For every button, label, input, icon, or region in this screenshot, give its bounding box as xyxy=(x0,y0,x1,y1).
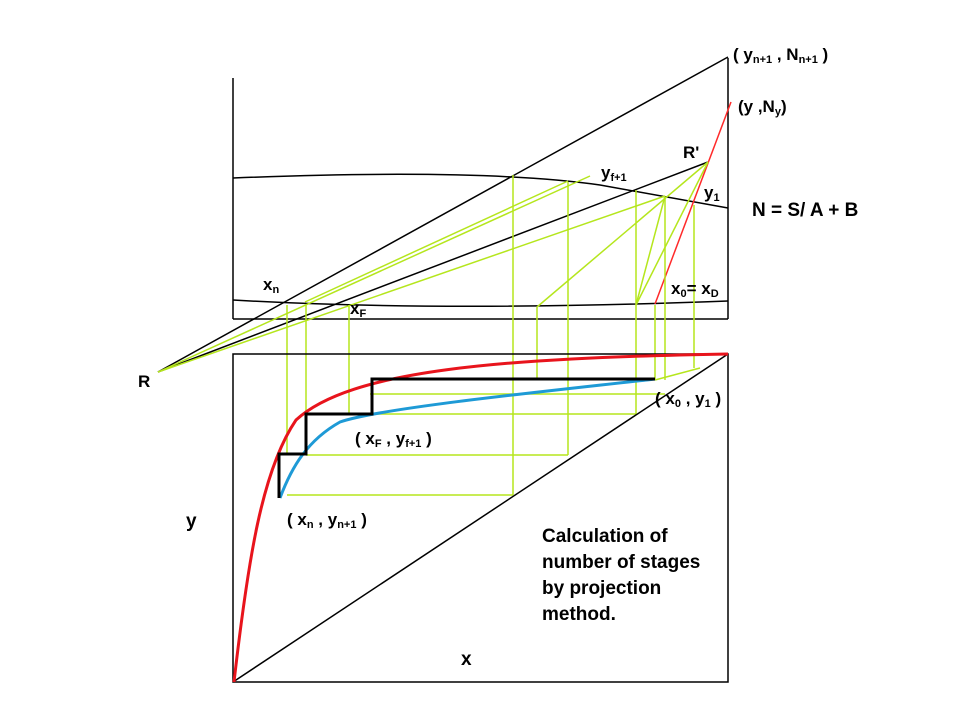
label-r-point: R xyxy=(138,372,150,391)
label-x-f: xF xyxy=(350,299,366,320)
raffinate-curve-N-vs-x xyxy=(232,299,729,308)
labels: ( yn+1 , Nn+1 ) (y ,Ny) R' yf+1 y1 N = S… xyxy=(138,45,858,670)
upper-panel xyxy=(232,58,729,320)
axis-label-y: y xyxy=(186,511,197,532)
projection-diagonal-1 xyxy=(654,367,701,381)
extract-curve-N-vs-y xyxy=(232,173,729,209)
line-R-to-top-point xyxy=(157,56,729,373)
caption-line-3: by projection xyxy=(542,578,661,599)
label-x-n: xn xyxy=(263,275,279,296)
tie-line-R-to-yf1 xyxy=(157,175,591,373)
label-r-prime: R' xyxy=(683,143,699,162)
label-point-xf-yf1: ( xF , yf+1 ) xyxy=(355,429,432,450)
label-y-ny: (y ,Ny) xyxy=(738,97,787,118)
caption-line-4: method. xyxy=(542,604,616,625)
operating-lines xyxy=(157,56,732,373)
label-y-1: y1 xyxy=(704,183,720,204)
diagonal-y-equals-x xyxy=(232,353,729,683)
axis-label-x: x xyxy=(461,649,472,670)
caption-line-1: Calculation of xyxy=(542,526,668,547)
tie-line-xD-to-R-prime xyxy=(635,161,709,306)
operating-curve xyxy=(278,377,656,499)
tie-line-mid-to-R-prime xyxy=(536,161,709,308)
tie-and-projection-lines xyxy=(157,161,709,496)
caption-line-2: number of stages xyxy=(542,552,700,573)
label-equation: N = S/ A + B xyxy=(752,200,858,221)
lower-panel xyxy=(232,352,729,683)
caption: Calculation of number of stages by proje… xyxy=(542,526,706,625)
line-R-to-R-prime xyxy=(157,161,709,373)
label-point-xn-yn1: ( xn , yn+1 ) xyxy=(287,510,367,531)
label-x0-equals-xd: x0= xD xyxy=(671,279,719,300)
tie-line-xD-to-y1 xyxy=(635,195,666,306)
label-top-point: ( yn+1 , Nn+1 ) xyxy=(733,45,828,66)
label-y-f1: yf+1 xyxy=(601,163,627,184)
equilibrium-curve xyxy=(232,352,729,683)
line-x0-to-y-ny xyxy=(654,101,732,305)
tie-line-R-to-y1 xyxy=(157,195,666,373)
stage-steps xyxy=(277,377,655,498)
tie-line-xF-to-extract xyxy=(304,180,569,303)
lower-panel-frame xyxy=(232,353,729,683)
label-point-x0-y1: ( x0 , y1 ) xyxy=(655,389,721,410)
